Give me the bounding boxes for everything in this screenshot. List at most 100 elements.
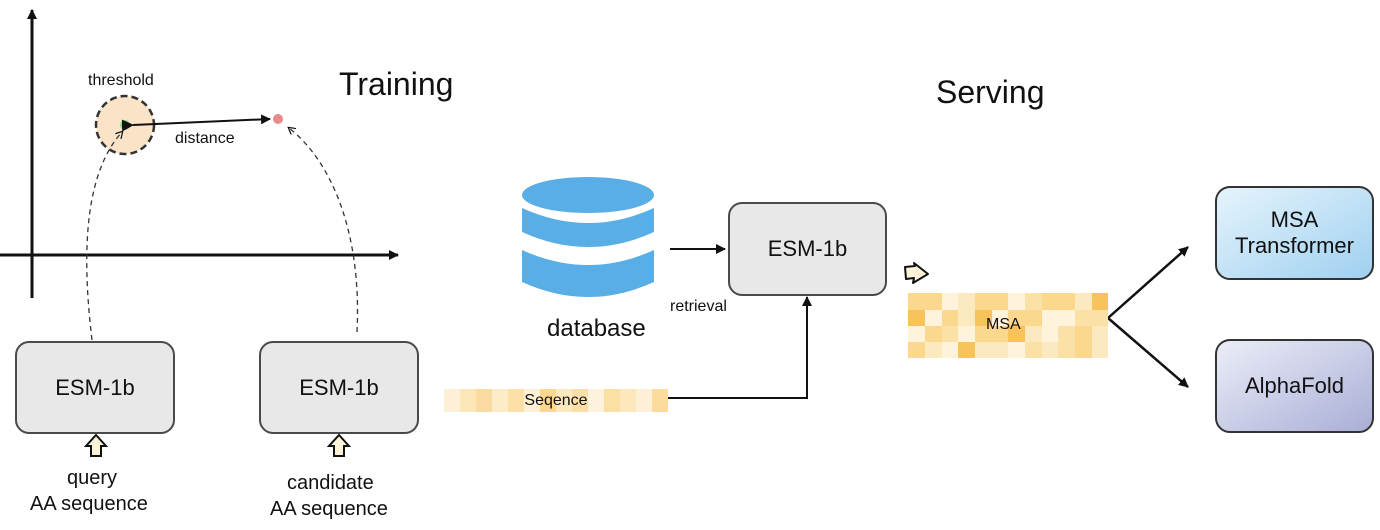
msa-cell <box>974 341 992 358</box>
msa-cell <box>958 293 976 310</box>
query-input-arrow-icon <box>83 433 109 457</box>
msa-cell <box>908 309 926 326</box>
query-projection-curve <box>86 132 122 341</box>
msa-cell <box>1091 293 1109 310</box>
alphafold-bg <box>1215 339 1374 433</box>
sequence-cell <box>604 389 620 412</box>
msa-cell <box>1008 309 1026 326</box>
training-title: Training <box>339 66 454 102</box>
msa-cell <box>1058 309 1076 326</box>
msa-block: MSA <box>908 293 1109 358</box>
msa-cell <box>924 325 942 342</box>
msa-cell <box>1008 325 1026 342</box>
msa-transformer-bg <box>1215 186 1374 280</box>
msa-cell <box>924 341 942 358</box>
msa-cell <box>1058 341 1076 358</box>
sequence-cell <box>460 389 476 412</box>
msa-cell <box>1074 293 1092 310</box>
query-encoder: ESM-1b <box>15 341 175 434</box>
alphafold-box: AlphaFold <box>1244 373 1345 398</box>
sequence-cell <box>492 389 508 412</box>
msa-cell <box>1091 309 1109 326</box>
msa-cell <box>1041 309 1059 326</box>
msa-cell <box>974 309 992 326</box>
sequence-cell <box>524 389 540 412</box>
query-point <box>120 120 130 130</box>
msa-cell <box>941 325 959 342</box>
sequence-cell <box>652 389 668 412</box>
msa-cell <box>1091 341 1109 358</box>
msa-cell <box>1058 293 1076 310</box>
candidate-projection-curve <box>289 128 359 333</box>
msa-cell <box>941 293 959 310</box>
threshold-label: threshold <box>88 72 154 89</box>
candidate-encoder: ESM-1b <box>259 341 419 434</box>
query-label-line2: AA sequence <box>30 493 148 515</box>
msa-label: MSA <box>986 316 1021 333</box>
sequence-to-encoder-arrow <box>668 296 812 399</box>
distance-label: distance <box>175 130 235 147</box>
msa-cell <box>958 309 976 326</box>
embedding-axes <box>0 9 399 298</box>
msa-cell <box>1058 325 1076 342</box>
serving-title: Serving <box>936 74 1045 110</box>
msa-cell <box>1024 293 1042 310</box>
msa-cell <box>908 341 926 358</box>
msa-cell <box>1074 341 1092 358</box>
msa-cell <box>1041 325 1059 342</box>
msa-cell <box>991 309 1009 326</box>
database-label: database <box>547 315 646 342</box>
candidate-point <box>273 114 283 124</box>
msa-cell <box>1008 341 1026 358</box>
msa-cell <box>991 341 1009 358</box>
sequence-label: Seqence <box>524 391 588 409</box>
distance-arrow <box>121 114 271 132</box>
sequence-cell <box>476 389 492 412</box>
candidate-label-line1: candidate <box>287 472 374 494</box>
msa-cell <box>958 341 976 358</box>
msa-cell <box>908 325 926 342</box>
msa-cell <box>941 309 959 326</box>
msa-transformer-line2: Transformer <box>1235 233 1354 258</box>
database-icon <box>522 177 654 297</box>
sequence-cell <box>636 389 652 412</box>
msa-cell <box>1024 325 1042 342</box>
msa-cell <box>924 309 942 326</box>
msa-to-transformer-arrow <box>1107 246 1189 319</box>
msa-cell <box>908 293 926 310</box>
msa-to-alphafold-arrow <box>1107 317 1189 388</box>
msa-output-arrow-icon <box>904 262 929 284</box>
msa-cell <box>1024 341 1042 358</box>
msa-cell <box>1041 341 1059 358</box>
serving-encoder: ESM-1b <box>728 202 887 296</box>
msa-transformer-line1: MSA <box>1270 207 1319 232</box>
msa-cell <box>1024 309 1042 326</box>
sequence-cell <box>508 389 524 412</box>
candidate-input-arrow-icon <box>326 433 352 457</box>
sequence-cell <box>572 389 588 412</box>
sequence-cell <box>556 389 572 412</box>
sequence-cell <box>540 389 556 412</box>
sequence-cell <box>588 389 604 412</box>
msa-cell <box>974 293 992 310</box>
msa-cell <box>1008 293 1026 310</box>
retrieval-label: retrieval <box>670 298 727 315</box>
msa-cell <box>924 293 942 310</box>
sequence-cell <box>620 389 636 412</box>
msa-cell <box>991 293 1009 310</box>
msa-cell <box>1074 325 1092 342</box>
sequence-strip: Seqence <box>444 389 668 412</box>
msa-cell <box>1074 309 1092 326</box>
query-label-line1: query <box>67 467 118 489</box>
msa-cell <box>958 325 976 342</box>
sequence-cell <box>444 389 460 412</box>
msa-transformer-box: MSA Transformer <box>1216 187 1373 279</box>
msa-cell <box>991 325 1009 342</box>
msa-cell <box>1091 325 1109 342</box>
candidate-label-line2: AA sequence <box>270 498 388 520</box>
msa-cell <box>1041 293 1059 310</box>
msa-cell <box>974 325 992 342</box>
msa-cell <box>941 341 959 358</box>
